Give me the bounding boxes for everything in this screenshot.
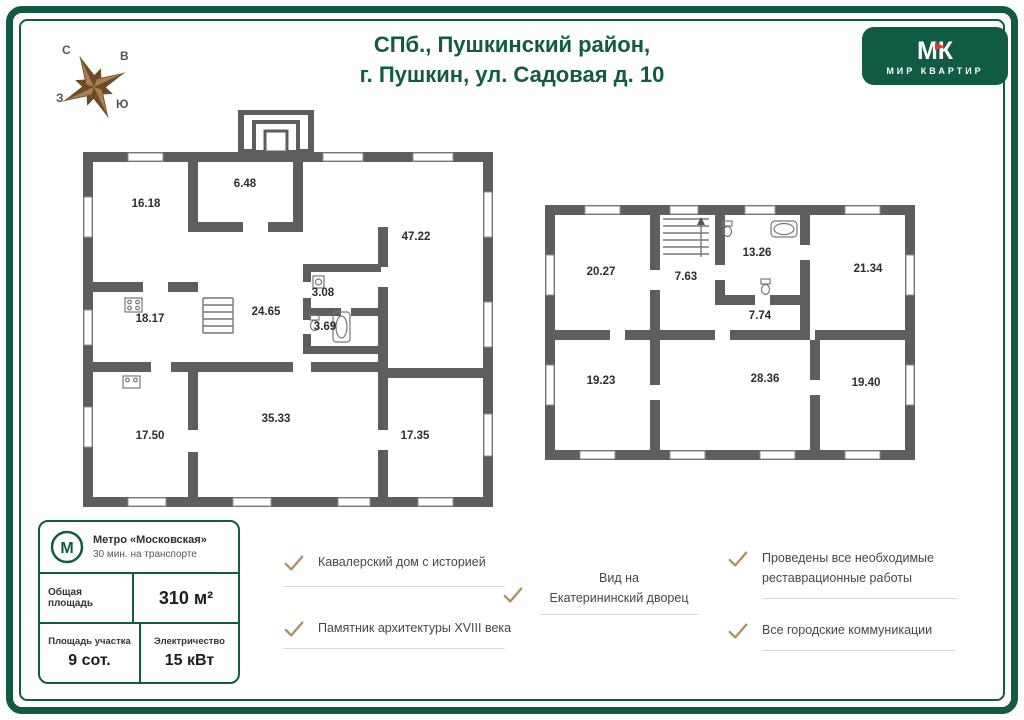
check-icon (728, 623, 748, 639)
feature-item: Проведены все необходимые реставрационны… (727, 548, 934, 588)
room-area-label: 19.40 (852, 377, 881, 389)
plot-label: Площадь участка (48, 636, 131, 647)
title-line-2: г. Пушкин, ул. Садовая д. 10 (359, 62, 665, 87)
divider (762, 598, 958, 599)
feature-item (502, 584, 524, 606)
page-title: СПб., Пушкинский район, г. Пушкин, ул. С… (0, 30, 1024, 90)
room-area-label: 28.36 (751, 373, 780, 385)
bathroom-fixture-icons (122, 275, 351, 389)
feature-item: Кавалерский дом с историей (283, 552, 486, 574)
room-area-label: 20.27 (587, 266, 616, 278)
total-area-row: Общая площадь 310 м² (40, 572, 238, 622)
room-area-label: 6.48 (234, 178, 257, 190)
room-area-label: 3.69 (314, 321, 336, 333)
floor-plan-2: 20.27 7.63 13.26 21.34 7.74 19.23 28.36 … (545, 205, 915, 460)
check-icon (728, 551, 748, 567)
room-area-label: 7.74 (749, 310, 772, 322)
compass-south-label: Ю (116, 97, 128, 111)
electric-cell: Электричество 15 кВт (139, 624, 238, 682)
walls (545, 205, 915, 460)
feature-text: Вид на (599, 571, 639, 585)
metro-symbol: М (60, 540, 73, 557)
room-area-label: 3.08 (312, 287, 335, 299)
agency-logo-name: МИР КВАРТИР (886, 66, 984, 76)
feature-item: Вид на Екатерининский дворец (540, 568, 698, 608)
room-area-label: 7.63 (675, 271, 697, 283)
total-area-label: Общая площадь (48, 587, 93, 609)
room-area-label: 47.22 (402, 231, 431, 243)
metro-name: Метро «Московская» (93, 534, 207, 546)
room-area-label: 16.18 (132, 198, 161, 210)
total-area-value: 310 м² (132, 574, 238, 622)
feature-text: Все городские коммуникации (762, 623, 933, 637)
compass-east-label: В (120, 49, 129, 63)
room-area-label: 17.50 (136, 430, 165, 442)
room-area-label: 21.34 (854, 263, 883, 275)
metro-time: 30 мин. на транспорте (93, 549, 197, 560)
check-icon (284, 555, 304, 571)
check-icon (503, 587, 523, 603)
plot-value: 9 сот. (68, 652, 111, 669)
metro-icon: М (50, 530, 84, 564)
stairs-icon (202, 297, 234, 334)
info-card: М Метро «Московская» 30 мин. на транспор… (38, 520, 240, 684)
agency-logo-mark-icon: МК (917, 37, 954, 64)
compass-north-label: С (62, 43, 71, 57)
metro-row: М Метро «Московская» 30 мин. на транспор… (40, 522, 238, 572)
electric-label: Электричество (154, 636, 225, 647)
divider (762, 650, 955, 651)
feature-item: Все городские коммуникации (727, 620, 932, 642)
bathroom-fixture-icons (722, 220, 798, 296)
agency-logo: МК МИР КВАРТИР (862, 27, 1008, 85)
plot-electric-row: Площадь участка 9 сот. Электричество 15 … (40, 622, 238, 682)
divider (283, 648, 505, 649)
divider (283, 586, 505, 587)
stairs-icon (663, 217, 709, 257)
room-area-label: 35.33 (262, 413, 291, 425)
feature-text: Кавалерский дом с историей (318, 555, 486, 569)
plot-cell: Площадь участка 9 сот. (40, 624, 139, 682)
floor-plan-1: 16.18 6.48 47.22 18.17 24.65 3.08 3.69 1… (83, 110, 493, 507)
feature-text: Екатерининский дворец (549, 591, 689, 605)
feature-text: Проведены все необходимые (762, 551, 934, 565)
feature-item: Памятник архитектуры XVIII века (283, 618, 511, 640)
compass-rose-icon: С В З Ю (56, 43, 129, 119)
room-area-label: 24.65 (252, 306, 281, 318)
title-line-1: СПб., Пушкинский район, (373, 32, 651, 57)
feature-text: Памятник архитектуры XVIII века (318, 621, 512, 635)
room-area-label: 18.17 (136, 313, 165, 325)
room-area-label: 17.35 (401, 430, 430, 442)
check-icon (284, 621, 304, 637)
room-labels: 20.27 7.63 13.26 21.34 7.74 19.23 28.36 … (587, 247, 883, 389)
compass-west-label: З (56, 91, 64, 105)
windows (545, 205, 915, 460)
electric-value: 15 кВт (164, 652, 215, 669)
room-area-label: 19.23 (587, 375, 616, 387)
windows (83, 152, 493, 507)
room-labels: 16.18 6.48 47.22 18.17 24.65 3.08 3.69 1… (132, 178, 431, 442)
feature-text: реставрационные работы (762, 571, 912, 585)
chimney-detail (238, 110, 314, 155)
divider (540, 614, 698, 615)
logo-mark-text: МК (917, 37, 954, 64)
room-area-label: 13.26 (743, 247, 772, 259)
